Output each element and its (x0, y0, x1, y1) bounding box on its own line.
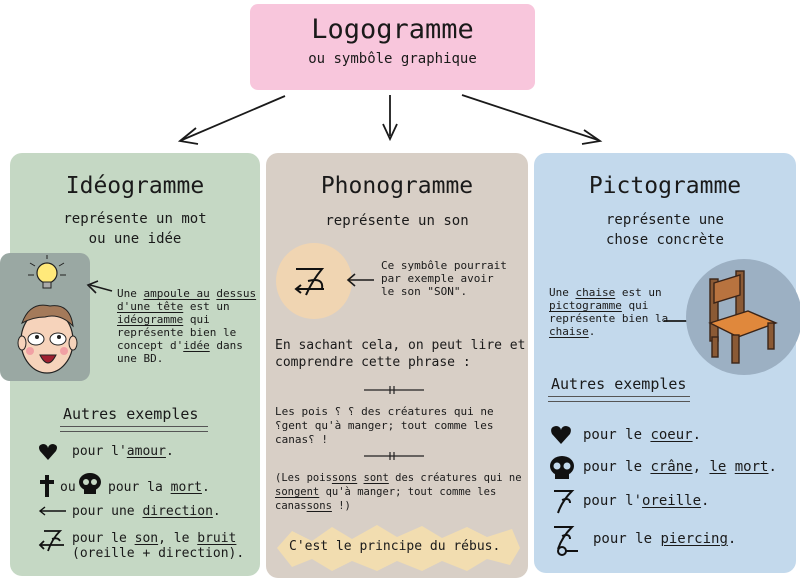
pictogramme-column: Pictogramme représente une chose concrèt… (534, 153, 800, 573)
ideo-title: Idéogramme (65, 173, 205, 199)
phono-banner: C'est le principe du rébus. (289, 539, 501, 554)
ideogramme-column: Idéogramme représente un mot ou une idée… (0, 153, 260, 576)
ideo-example-direction: pour une direction. (72, 504, 221, 519)
ideo-example-sound: pour le son, le bruit (72, 531, 237, 546)
cross-icon (40, 475, 54, 497)
picto-header-underline (548, 396, 690, 402)
picto-subtitle-2: chose concrète (605, 232, 724, 248)
phonogramme-column: Phonogramme représente un son Ce symbôle… (266, 153, 528, 578)
ideo-subtitle-1: représente un mot (63, 211, 207, 227)
pierced-ear-icon (554, 526, 578, 556)
sentence-divider-top (364, 386, 424, 394)
pointer-arrow-left (86, 280, 113, 294)
sound-symbol-icon (276, 243, 352, 319)
logogramme-box: Logogramme ou symbôle graphique (250, 4, 535, 90)
ear-arrow-icon (38, 530, 64, 552)
phono-subtitle: représente un son (325, 213, 469, 229)
skull-icon (550, 456, 574, 479)
rebus-symbol-icon: ⸮ (275, 419, 282, 432)
arrow-left-icon (38, 506, 66, 516)
skull-icon (79, 473, 101, 494)
picto-subtitle-1: représente une (605, 212, 724, 228)
ideo-header-underline (60, 426, 208, 432)
arrows (177, 94, 603, 145)
top-subtitle: ou symbôle graphique (308, 51, 477, 67)
picto-example-piercing: pour le piercing. (593, 531, 737, 547)
ear-icon (554, 490, 575, 514)
picto-example-skull: pour le crâne, le mort. (583, 459, 777, 475)
heart-icon (39, 444, 57, 460)
picto-example-ear: pour l'oreille. (583, 493, 710, 509)
ideo-example-death: pour la mort. (108, 480, 210, 495)
ideo-example-love: pour l'amour. (72, 444, 174, 459)
top-title: Logogramme (311, 14, 474, 45)
heart-icon (551, 426, 571, 444)
phono-answer: (Les poissons sont des créatures qui ne … (275, 472, 522, 512)
ideo-example-or: ou (60, 480, 76, 495)
ideo-description: Une ampoule au dessus d'une tête est un … (117, 287, 257, 365)
rebus-symbol-icon: ⸮ (308, 433, 315, 446)
picto-examples-header: Autres exemples (551, 375, 687, 393)
phono-title: Phonogramme (320, 173, 474, 199)
bulb-head-illustration (0, 253, 90, 381)
picto-title: Pictogramme (588, 173, 742, 199)
ideo-example-sound-note: (oreille + direction). (72, 546, 245, 561)
pointer-arrow-left (346, 273, 374, 287)
ideo-examples-header: Autres exemples (63, 405, 199, 423)
picto-example-heart: pour le coeur. (583, 427, 702, 443)
phono-rebus-sentence: Les pois ⸮ ⸮ des créatures qui ne ⸮gent … (275, 405, 494, 446)
banner-burst (277, 525, 520, 571)
picto-description: Une chaise est un pictogramme qui représ… (549, 286, 669, 338)
ideo-subtitle-2: ou une idée (88, 231, 182, 247)
chair-illustration (686, 259, 800, 375)
sentence-divider-bottom (364, 452, 424, 460)
rebus-symbol-icon: ⸮ ⸮ (327, 405, 362, 418)
